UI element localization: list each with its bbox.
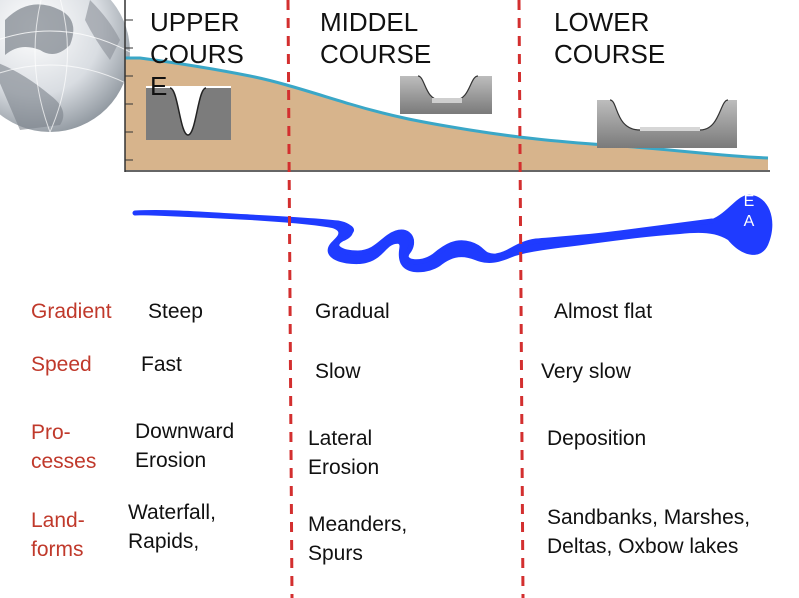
lower-valley-cross-section [597,98,737,148]
processes-upper: Downward Erosion [135,420,235,472]
sea-label: S E A [741,172,757,232]
landforms-lower: Sandbanks, Marshes, Deltas, Oxbow lakes [547,506,751,558]
upper-valley-cross-section [146,86,231,140]
row-label-speed: Speed [31,353,92,376]
sea-letter: A [743,213,755,230]
processes-middle: Lateral Erosion [308,427,380,479]
upper-course-header: UPPER COURS E [150,7,244,101]
speed-upper: Fast [141,353,182,376]
sea-letter: S [743,173,755,190]
middle-course-header: MIDDEL COURSE [320,7,432,69]
landforms-middle: Meanders, Spurs [308,513,408,565]
long-profile [124,0,770,172]
speed-middle: Slow [315,360,361,383]
row-label-landforms: Land- forms [31,509,85,561]
processes-lower: Deposition [547,427,647,450]
middle-valley-cross-section [400,74,492,114]
globe-icon [0,0,131,133]
lower-course-header: LOWER COURSE [554,7,666,69]
row-label-processes: Pro- cesses [31,421,97,473]
sea-letter: E [743,193,755,210]
gradient-lower: Almost flat [554,300,653,323]
speed-lower: Very slow [541,360,631,383]
row-label-gradient: Gradient [31,300,112,323]
middle-lower-divider [517,0,525,598]
gradient-upper: Steep [148,300,203,323]
landforms-upper: Waterfall, Rapids, [128,501,216,553]
upper-middle-divider [286,0,294,598]
river-plan-view [132,194,773,273]
gradient-middle: Gradual [315,300,390,323]
